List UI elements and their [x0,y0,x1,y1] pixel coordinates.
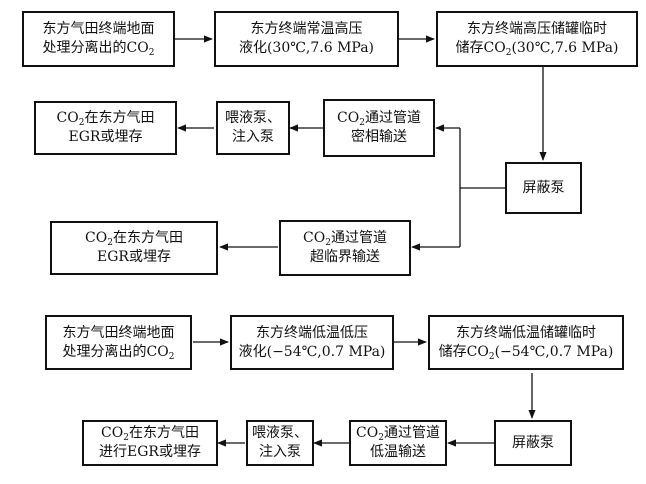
b-lowtemp-pipeline-line1: CO2通过管道 [356,425,440,443]
a-storage-line1: 东方终端高压储罐临时 [466,21,607,37]
b-egr-line2: 进行EGR或埋存 [99,444,201,460]
b-feed-pump-box: 喂液泵、 注入泵 [246,420,314,466]
a-feed-pump-line2: 注入泵 [232,129,274,145]
b-feed-pump-line2: 注入泵 [259,444,301,460]
a-egr-supercritical-box: CO2在东方气田 EGR或埋存 [50,221,218,275]
b-egr-line1: CO2在东方气田 [101,425,199,443]
a-shield-pump-box: 屏蔽泵 [505,162,582,214]
b-liquefaction-line1: 东方终端低温低压 [256,324,368,341]
b-shield-pump-label: 屏蔽泵 [512,434,554,451]
a-terminal-separation-line2: 处理分离出的CO2 [42,40,155,58]
a-supercritical-pipeline-box: CO2通过管道 超临界输送 [279,220,411,276]
a-egr-dense-line1: CO2在东方气田 [56,110,155,128]
a-egr-dense-box: CO2在东方气田 EGR或埋存 [34,101,177,155]
b-lowtemp-pipeline-line2: 低温输送 [370,444,426,460]
b-lowtemp-pipeline-box: CO2通过管道 低温输送 [349,420,447,466]
a-liquefaction-box: 东方终端常温高压 液化(30℃,7.6 MPa) [214,11,399,67]
a-terminal-separation-box: 东方气田终端地面 处理分离出的CO2 [22,11,175,67]
a-feed-pump-line1: 喂液泵、 [225,110,281,126]
a-storage-box: 东方终端高压储罐临时 储存CO2(30℃,7.6 MPa) [436,11,638,67]
a-dense-pipeline-line2: 密相输送 [351,129,407,145]
b-feed-pump-line1: 喂液泵、 [252,425,308,441]
b-storage-line1: 东方终端低温储罐临时 [456,324,596,341]
b-storage-box: 东方终端低温储罐临时 储存CO2(−54℃,0.7 MPa) [428,315,624,370]
b-storage-line2: 储存CO2(−54℃,0.7 MPa) [438,343,614,362]
b-liquefaction-box: 东方终端低温低压 液化(−54℃,0.7 MPa) [230,315,394,370]
a-liquefaction-line2: 液化(30℃,7.6 MPa) [238,40,375,56]
b-egr-box: CO2在东方气田 进行EGR或埋存 [82,420,218,466]
b-terminal-separation-line1: 东方气田终端地面 [62,324,175,341]
a-dense-pipeline-box: CO2通过管道 密相输送 [323,99,435,157]
a-supercritical-pipeline-line2: 超临界输送 [310,249,380,265]
a-liquefaction-line1: 东方终端常温高压 [250,21,363,37]
a-supercritical-pipeline-line1: CO2通过管道 [303,230,387,248]
a-storage-line2: 储存CO2(30℃,7.6 MPa) [455,40,619,58]
a-egr-dense-line2: EGR或埋存 [68,129,143,145]
a-feed-pump-box: 喂液泵、 注入泵 [216,101,290,155]
a-terminal-separation-line1: 东方气田终端地面 [42,21,155,37]
b-terminal-separation-box: 东方气田终端地面 处理分离出的CO2 [45,315,192,370]
b-shield-pump-box: 屏蔽泵 [494,420,572,466]
b-terminal-separation-line2: 处理分离出的CO2 [62,343,175,362]
a-shield-pump-label: 屏蔽泵 [522,179,565,196]
a-dense-pipeline-line1: CO2通过管道 [337,110,421,128]
a-egr-supercritical-line2: EGR或埋存 [97,249,171,265]
b-liquefaction-line2: 液化(−54℃,0.7 MPa) [238,343,386,360]
a-egr-supercritical-line1: CO2在东方气田 [85,230,183,248]
